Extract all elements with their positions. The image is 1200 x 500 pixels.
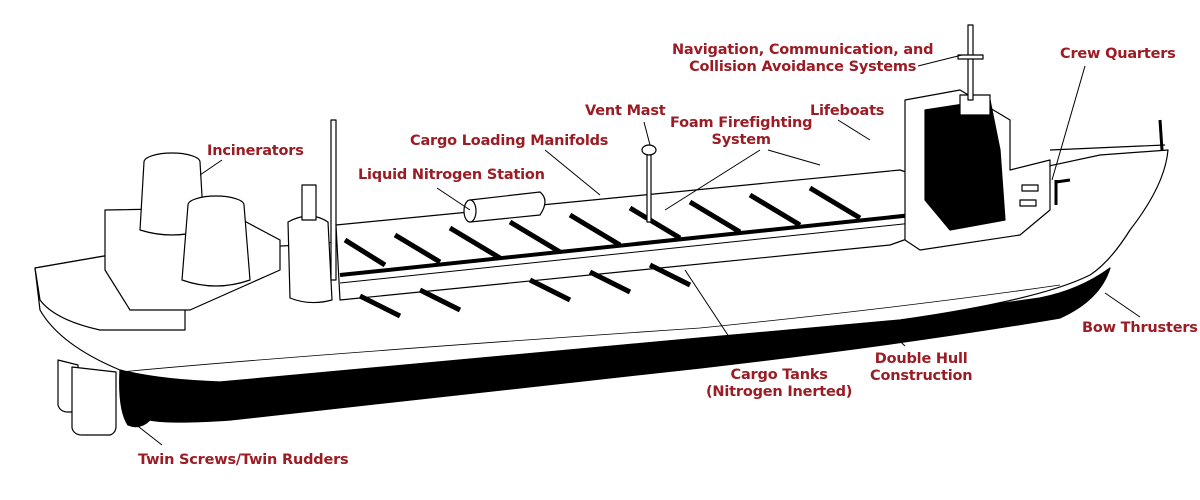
- label-line: Collision Avoidance Systems: [689, 59, 917, 75]
- label-cargo-loading-manifolds: Cargo Loading Manifolds: [410, 133, 609, 149]
- label-vent-mast: Vent Mast: [585, 103, 666, 119]
- label-incinerators: Incinerators: [207, 143, 304, 159]
- leader-lines: [129, 54, 1141, 446]
- label-line: (Nitrogen Inerted): [706, 384, 853, 400]
- label-cargo-tanks: Cargo Tanks (Nitrogen Inerted): [706, 367, 852, 401]
- label-twin-screws-rudders: Twin Screws/Twin Rudders: [138, 452, 349, 468]
- label-line: Construction: [870, 368, 973, 384]
- label-foam-firefighting: Foam Firefighting System: [670, 115, 812, 149]
- rudder-shape: [71, 366, 117, 436]
- label-bow-thrusters: Bow Thrusters: [1082, 320, 1198, 336]
- label-navigation-systems: Navigation, Communication, and Collision…: [672, 42, 933, 76]
- label-double-hull: Double Hull Construction: [870, 351, 973, 385]
- label-line: Cargo Tanks: [730, 367, 828, 383]
- label-line: Navigation, Communication, and: [672, 42, 934, 58]
- label-line: Foam Firefighting: [670, 115, 813, 131]
- label-line: Double Hull: [874, 351, 968, 367]
- label-liquid-nitrogen-station: Liquid Nitrogen Station: [358, 167, 545, 183]
- label-line: System: [711, 132, 771, 148]
- label-crew-quarters: Crew Quarters: [1060, 46, 1176, 62]
- label-lifeboats: Lifeboats: [810, 103, 885, 119]
